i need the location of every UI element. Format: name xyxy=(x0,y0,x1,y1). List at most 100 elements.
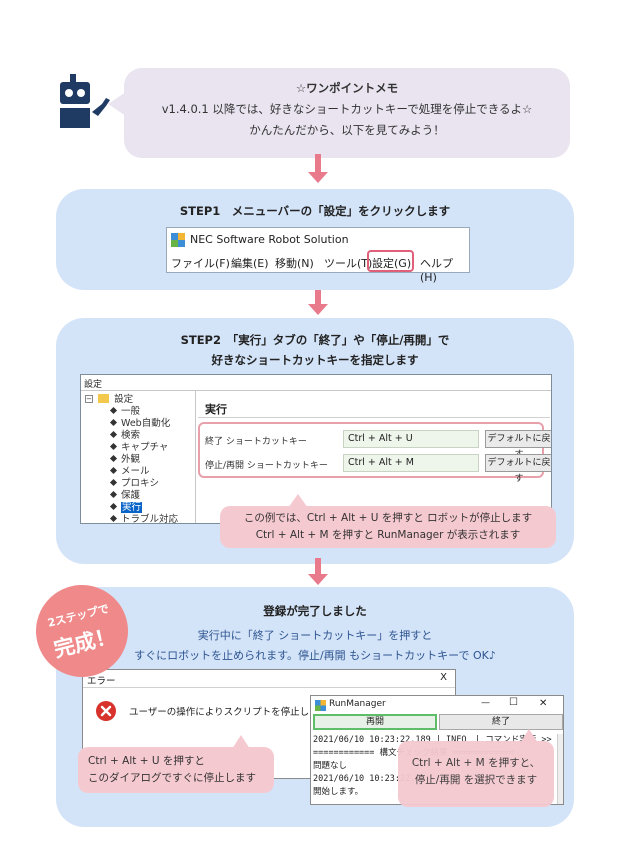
done-left-callout: Ctrl + Alt + U を押すと このダイアログですぐに停止します xyxy=(78,747,274,793)
done-left-callout-line2: このダイアログですぐに停止します xyxy=(88,772,256,784)
tree-bullet-icon xyxy=(109,514,118,523)
done-left-callout-line1: Ctrl + Alt + U を押すと xyxy=(88,755,205,767)
tree-item-label: 実行 xyxy=(121,502,143,513)
log-line: 2021/06/10 10:23:22.85 xyxy=(313,774,426,784)
memo-line1: v1.4.0.1 以降では、好きなショートカットキーで処理を停止できるよ☆ xyxy=(161,102,533,116)
tree-bullet-icon xyxy=(109,478,118,487)
tree-root-label: 設定 xyxy=(114,394,134,405)
tree-bullet-icon xyxy=(109,454,118,463)
tree-bullet-icon xyxy=(109,502,118,511)
arrow-down-icon xyxy=(315,154,321,174)
tree-item-proxy[interactable]: プロキシ xyxy=(85,478,193,490)
app-logo-icon xyxy=(315,700,326,711)
settings-tree: − 設定 一般 Web自動化 検索 キャプチャ 外観 メール プロキシ 保護 実… xyxy=(85,394,193,524)
arrow-head-icon xyxy=(308,574,328,585)
app-window-menubar: NEC Software Robot Solution ファイル(F) 編集(E… xyxy=(166,227,470,284)
row2-shortcut-input[interactable]: Ctrl + Alt + M xyxy=(343,454,479,472)
tree-item-capture[interactable]: キャプチャ xyxy=(85,442,193,454)
tree-item-general[interactable]: 一般 xyxy=(85,406,193,418)
step2-panel: STEP2 「実行」タブの「終了」や「停止/再開」で 好きなショートカットキーを… xyxy=(56,318,574,564)
step2-callout-line2: Ctrl + Alt + M を押すと RunManager が表示されます xyxy=(255,529,521,541)
tree-item-protect[interactable]: 保護 xyxy=(85,490,193,502)
arrow-down-icon xyxy=(315,290,321,307)
row1-shortcut-input[interactable]: Ctrl + Alt + U xyxy=(343,430,479,448)
done-panel: 登録が完了しました 実行中に「終了 ショートカットキー」を押すと すぐにロボット… xyxy=(56,587,574,827)
log-line: 開始します。 xyxy=(313,787,364,797)
step2-callout-line1: この例では、Ctrl + Alt + U を押すと ロボットが停止します xyxy=(243,512,533,524)
arrow-down-icon xyxy=(315,558,321,575)
settings-window-title: 設定 xyxy=(84,380,103,390)
done-line2: すぐにロボットを止められます。停止/再開 もショートカットキーで OK♪ xyxy=(134,649,496,662)
step1-title: STEP1 メニューバーの「設定」をクリックします xyxy=(179,204,451,218)
row1-default-button[interactable]: デフォルトに戻す xyxy=(485,430,551,460)
done-right-callout-line2: 停止/再開 を選択できます xyxy=(414,774,538,786)
tree-bullet-icon xyxy=(109,490,118,499)
tree-bullet-icon xyxy=(109,442,118,451)
resume-button[interactable]: 再開 xyxy=(313,714,437,730)
settings-window: 設定 − 設定 一般 Web自動化 検索 キャプチャ 外観 メール プロキシ 保… xyxy=(80,374,552,524)
tree-item-run[interactable]: 実行 xyxy=(85,502,193,514)
step2-callout-tail xyxy=(288,494,308,508)
menu-help[interactable]: ヘルプ(H) xyxy=(420,257,453,284)
menu-settings[interactable]: 設定(G) xyxy=(372,257,412,270)
arrow-head-icon xyxy=(308,304,328,315)
memo-title: ☆ワンポイントメモ xyxy=(295,81,399,95)
tree-item-label: 一般 xyxy=(121,406,141,417)
error-dialog-close-button[interactable]: X xyxy=(440,672,447,683)
menu-tools[interactable]: ツール(T) xyxy=(324,257,373,270)
done-right-callout-tail xyxy=(520,729,538,743)
error-dialog-title-divider xyxy=(83,687,455,688)
done-right-callout: Ctrl + Alt + M を押すと、 停止/再開 を選択できます xyxy=(398,741,554,807)
tree-item-label: 保護 xyxy=(121,490,141,501)
error-message: ユーザーの操作によりスクリプトを停止しました。 xyxy=(129,707,348,718)
tree-item-trouble[interactable]: トラブル対応 xyxy=(85,514,193,524)
tree-item-label: 検索 xyxy=(121,430,141,441)
menu-file[interactable]: ファイル(F) xyxy=(171,257,230,270)
step2-title-line1: STEP2 「実行」タブの「終了」や「停止/再開」で xyxy=(180,333,450,347)
error-icon xyxy=(96,701,116,721)
app-title: NEC Software Robot Solution xyxy=(190,233,349,246)
settings-title-divider xyxy=(81,390,551,391)
arrow-head-icon xyxy=(308,172,328,183)
tree-item-label: Web自動化 xyxy=(121,418,171,429)
tree-item-search[interactable]: 検索 xyxy=(85,430,193,442)
shortcut-rows-highlight xyxy=(198,422,544,478)
tree-item-label: メール xyxy=(121,466,150,477)
tree-bullet-icon xyxy=(109,466,118,475)
done-title: 登録が完了しました xyxy=(263,604,367,618)
runmanager-close-button[interactable]: ✕ xyxy=(539,698,548,709)
runmanager-title: RunManager xyxy=(329,699,386,709)
done-left-callout-tail xyxy=(232,735,250,749)
log-line: 2021/06/10 10:23:22.189 | INFO | コマンド実行 … xyxy=(313,735,552,745)
runmanager-maximize-button[interactable]: ☐ xyxy=(509,697,518,708)
tree-item-web[interactable]: Web自動化 xyxy=(85,418,193,430)
end-button[interactable]: 終了 xyxy=(439,714,563,730)
tree-divider xyxy=(195,391,196,523)
tree-bullet-icon xyxy=(109,430,118,439)
tree-bullet-icon xyxy=(109,418,118,427)
tree-item-label: キャプチャ xyxy=(121,442,169,453)
menu-settings-highlight xyxy=(367,250,414,272)
step1-panel: STEP1 メニューバーの「設定」をクリックします NEC Software R… xyxy=(56,189,574,290)
step2-callout: この例では、Ctrl + Alt + U を押すと ロボットが停止します Ctr… xyxy=(220,506,556,548)
app-logo-icon xyxy=(171,233,185,247)
tree-collapse-icon[interactable]: − xyxy=(85,395,93,403)
section-title-underline xyxy=(198,417,550,418)
robot-mascot-icon xyxy=(60,74,110,128)
tree-root[interactable]: − 設定 xyxy=(85,394,193,406)
step2-title-line2: 好きなショートカットキーを指定します xyxy=(211,353,419,367)
section-title: 実行 xyxy=(205,403,227,416)
tree-item-appearance[interactable]: 外観 xyxy=(85,454,193,466)
menu-edit[interactable]: 編集(E) xyxy=(231,257,269,270)
menu-move[interactable]: 移動(N) xyxy=(275,257,314,270)
log-line: 問題なし xyxy=(313,761,348,771)
tree-item-mail[interactable]: メール xyxy=(85,466,193,478)
memo-line2: かんたんだから、以下を見てみよう！ xyxy=(249,123,445,137)
runmanager-scrollbar[interactable] xyxy=(557,734,563,804)
tree-item-label: プロキシ xyxy=(121,478,160,489)
runmanager-minimize-button[interactable]: — xyxy=(481,698,490,708)
tree-item-label: トラブル対応 xyxy=(121,514,179,524)
row2-default-button[interactable]: デフォルトに戻す xyxy=(485,454,551,484)
error-dialog-title: エラー xyxy=(87,676,116,687)
done-line1: 実行中に「終了 ショートカットキー」を押すと xyxy=(197,629,433,642)
